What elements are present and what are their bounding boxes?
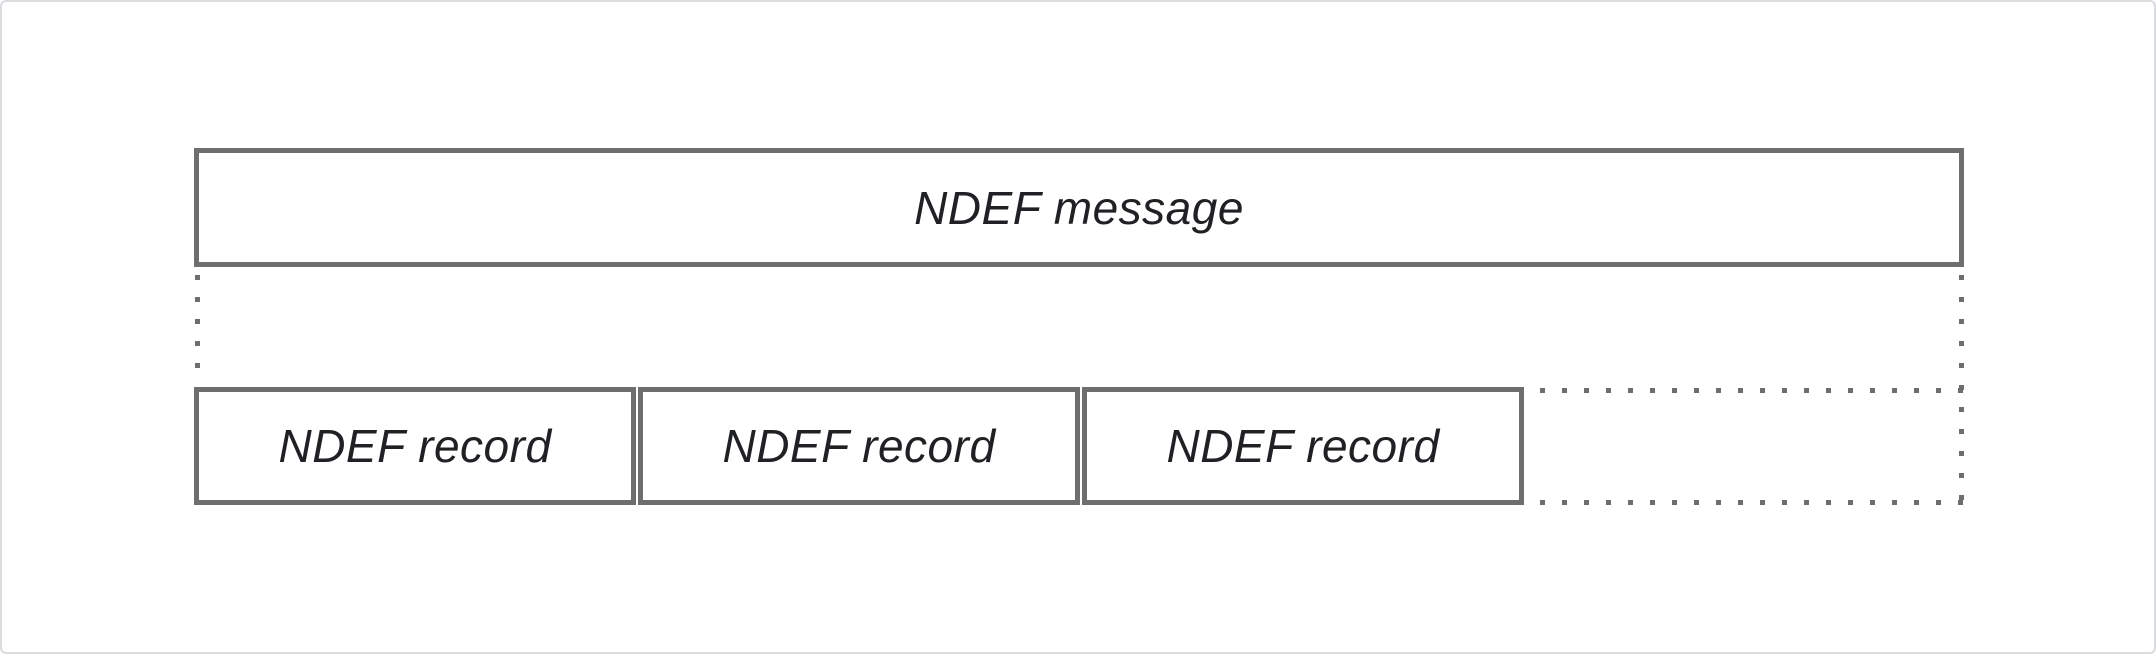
ndef-record-label: NDEF record <box>278 420 552 472</box>
ndef-record-box-2: NDEF record <box>638 387 1080 505</box>
dotted-continuation-top <box>1540 388 1964 393</box>
ndef-record-row: NDEF record NDEF record NDEF record <box>194 387 1524 505</box>
ndef-record-label: NDEF record <box>1166 420 1440 472</box>
ndef-message-label: NDEF message <box>914 181 1244 234</box>
dotted-continuation-bottom <box>1540 500 1964 505</box>
ndef-record-box-1: NDEF record <box>194 387 636 505</box>
ndef-record-label: NDEF record <box>722 420 996 472</box>
ndef-message-box: NDEF message <box>194 148 1964 267</box>
dotted-connector-left <box>195 275 200 383</box>
ndef-record-box-3: NDEF record <box>1082 387 1524 505</box>
